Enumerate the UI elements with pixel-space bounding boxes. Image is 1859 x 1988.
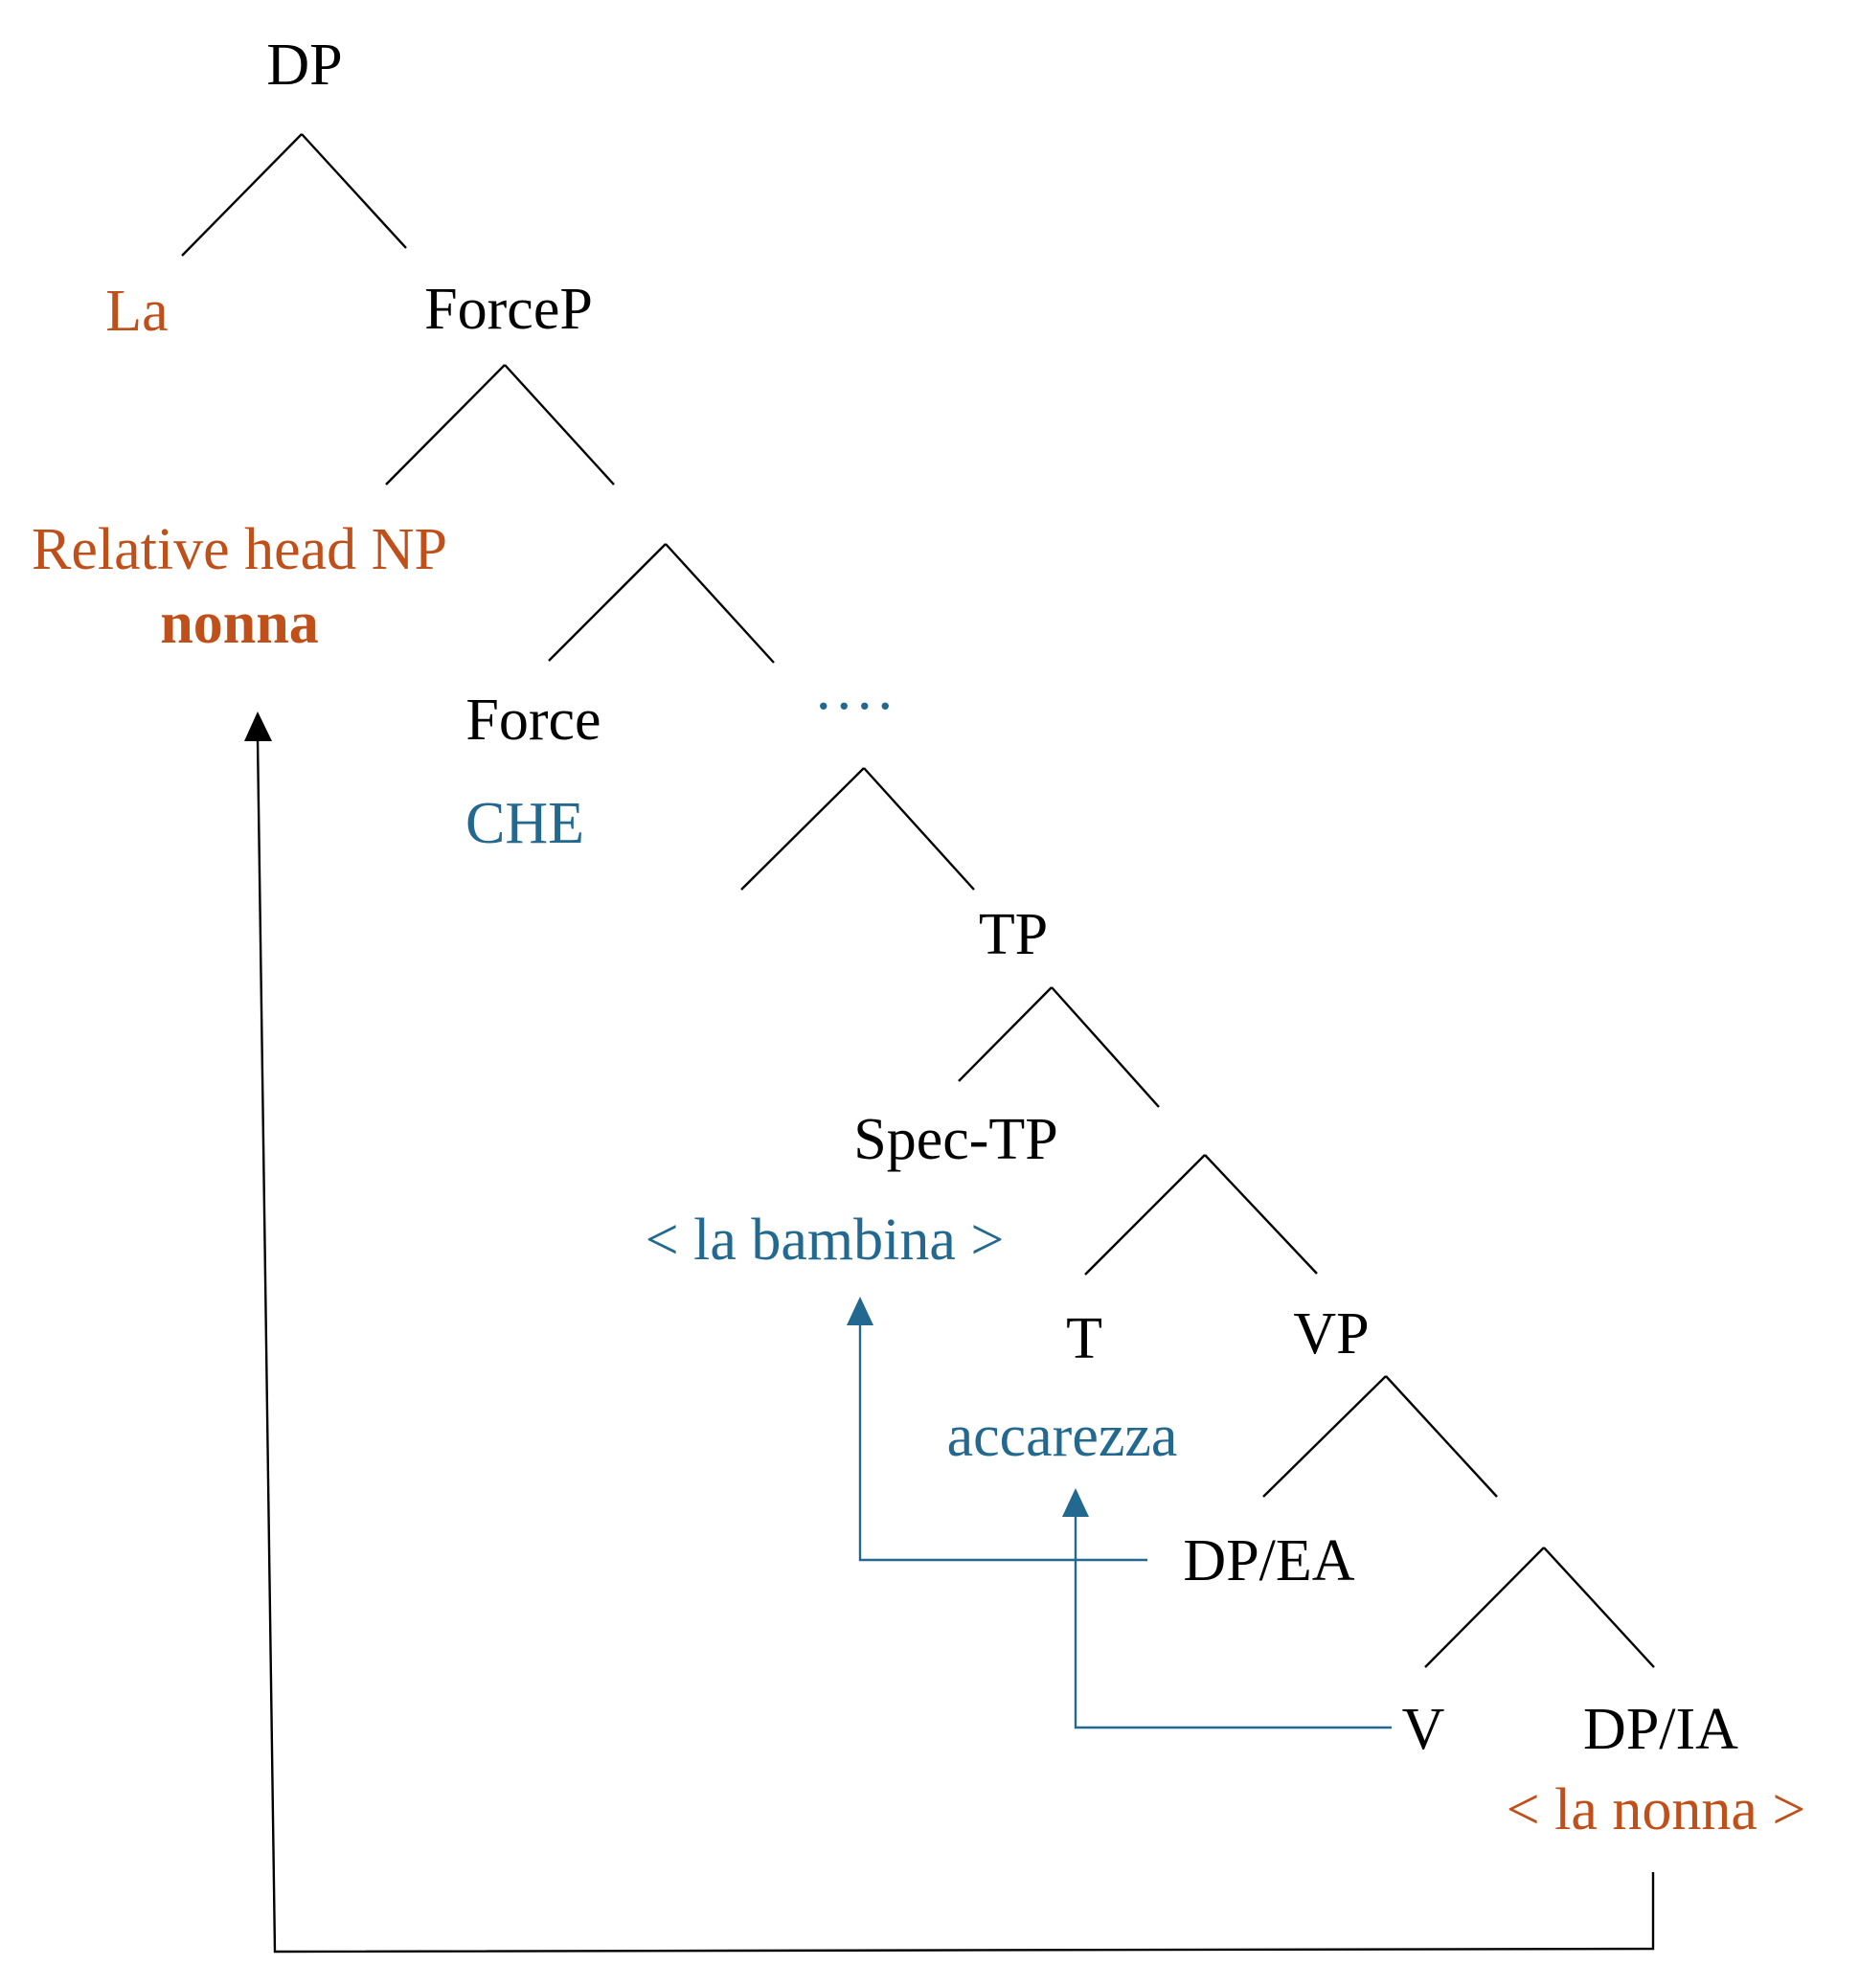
node-relative-head: Relative head NP <box>32 517 447 582</box>
branch-tp-left <box>958 986 1053 1082</box>
node-accarezza: accarezza <box>947 1404 1178 1469</box>
node-dp-ia: DP/IA <box>1583 1697 1738 1762</box>
node-dp-ea: DP/EA <box>1183 1528 1354 1593</box>
branch-vp-left <box>1262 1375 1387 1498</box>
branch-forcep-right <box>504 364 615 486</box>
node-relative-head-word: nonna <box>160 591 318 656</box>
node-ellipsis: .... <box>816 657 898 722</box>
arrowhead-up-icon <box>244 712 272 741</box>
branch-forcep-left <box>385 364 506 486</box>
branch-vbar-right <box>1543 1547 1655 1668</box>
node-tp: TP <box>979 902 1048 967</box>
movement-arrow-verb <box>1062 1488 1392 1729</box>
branch-tp-right <box>1051 986 1160 1108</box>
branch-forcebar-right <box>665 543 775 664</box>
branch-dots-left <box>740 767 865 891</box>
movement-arrow-subject <box>847 1297 1147 1562</box>
movement-arrow-relative-head <box>244 712 1655 1954</box>
branch-tbar-right <box>1204 1154 1318 1275</box>
node-forcep: ForceP <box>424 277 593 342</box>
node-spec-tp: Spec-TP <box>853 1107 1058 1172</box>
tree-branches <box>181 133 1655 1668</box>
node-t: T <box>1066 1306 1102 1371</box>
branch-tbar-left <box>1084 1154 1206 1276</box>
branch-vbar-left <box>1424 1547 1545 1668</box>
node-force: Force <box>465 688 601 753</box>
branch-vp-right <box>1385 1375 1498 1498</box>
branch-forcebar-left <box>548 543 667 662</box>
node-vp: VP <box>1293 1301 1369 1367</box>
node-la-bambina: < la bambina > <box>646 1208 1005 1273</box>
branch-dp-right <box>301 133 407 249</box>
node-v: V <box>1402 1697 1445 1762</box>
branch-dp-left <box>181 133 303 257</box>
tree-labels: DP La ForceP Relative head NP nonna Forc… <box>32 33 1805 1842</box>
node-la-nonna: < la nonna > <box>1507 1777 1806 1842</box>
node-la: La <box>105 279 168 344</box>
arrowhead-up-icon <box>847 1297 873 1325</box>
node-che: CHE <box>465 791 584 856</box>
branch-dots-right <box>863 767 975 891</box>
arrowhead-up-icon <box>1062 1488 1089 1517</box>
node-dp-root: DP <box>266 33 342 98</box>
